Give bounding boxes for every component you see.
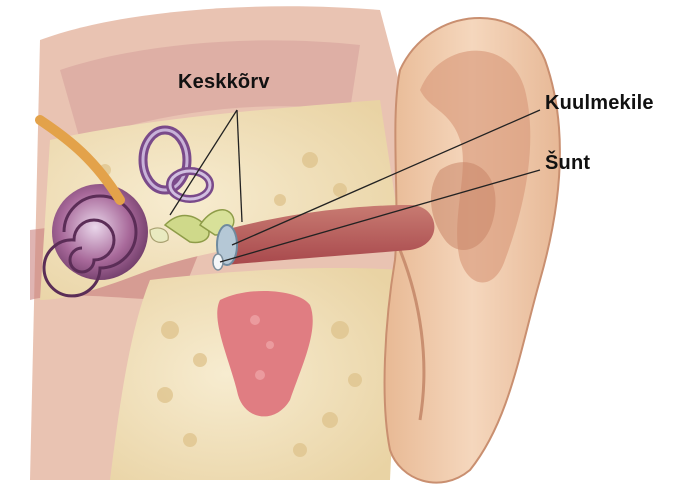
label-shunt: Šunt [545, 152, 590, 175]
label-middle-ear: Keskkõrv [178, 71, 270, 94]
outer-ear [385, 18, 560, 483]
label-eardrum: Kuulmekile [545, 92, 654, 115]
